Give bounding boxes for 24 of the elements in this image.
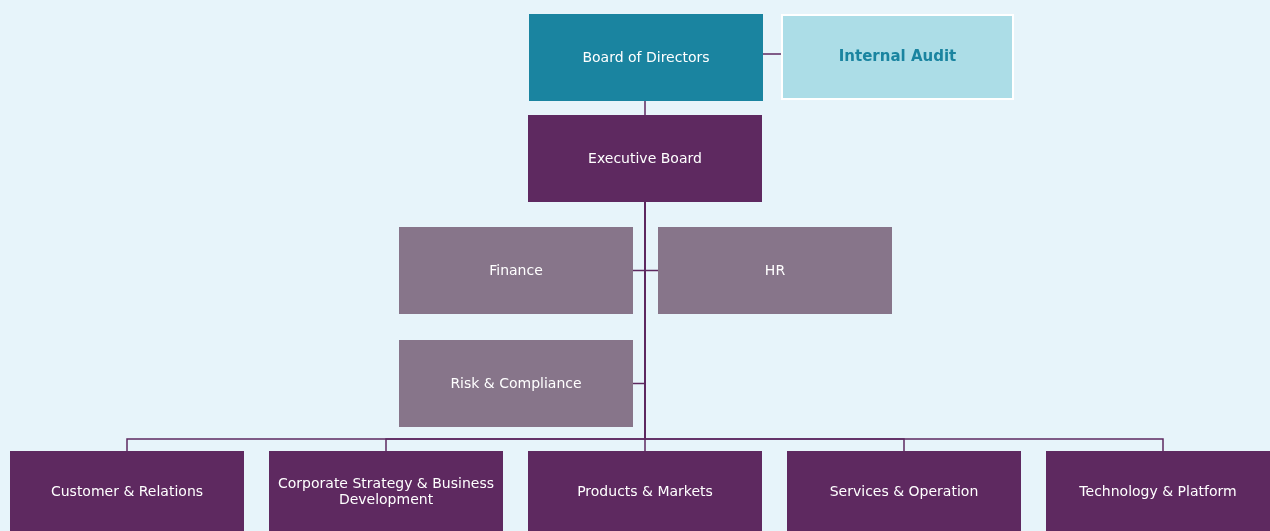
- node-label: Services & Operation: [829, 482, 979, 500]
- audit-box: [781, 14, 1014, 100]
- node-label: Customer & Relations: [50, 482, 204, 500]
- node-label: Finance: [489, 262, 543, 279]
- division-box: [787, 451, 1021, 531]
- connector-line: [762, 53, 782, 55]
- division-box: [528, 451, 762, 531]
- division-box: [1046, 451, 1270, 531]
- node-label: Board of Directors: [582, 49, 710, 66]
- node-label: HR: [764, 262, 786, 279]
- division-box: [10, 451, 244, 531]
- board-box: [529, 14, 763, 101]
- node-label: Risk & Compliance: [450, 375, 582, 392]
- connector-line: [644, 100, 646, 116]
- node-label: Internal Audit: [838, 48, 957, 66]
- executive-box: [528, 115, 762, 202]
- department-box: [399, 340, 633, 427]
- division-box: [269, 451, 503, 531]
- node-label: Technology & Platform: [1079, 482, 1237, 500]
- node-label: Products & Markets: [577, 482, 713, 500]
- node-label: Executive Board: [588, 150, 702, 167]
- department-box: [658, 227, 892, 314]
- department-box: [399, 227, 633, 314]
- node-label: Corporate Strategy & Business Development: [277, 474, 495, 508]
